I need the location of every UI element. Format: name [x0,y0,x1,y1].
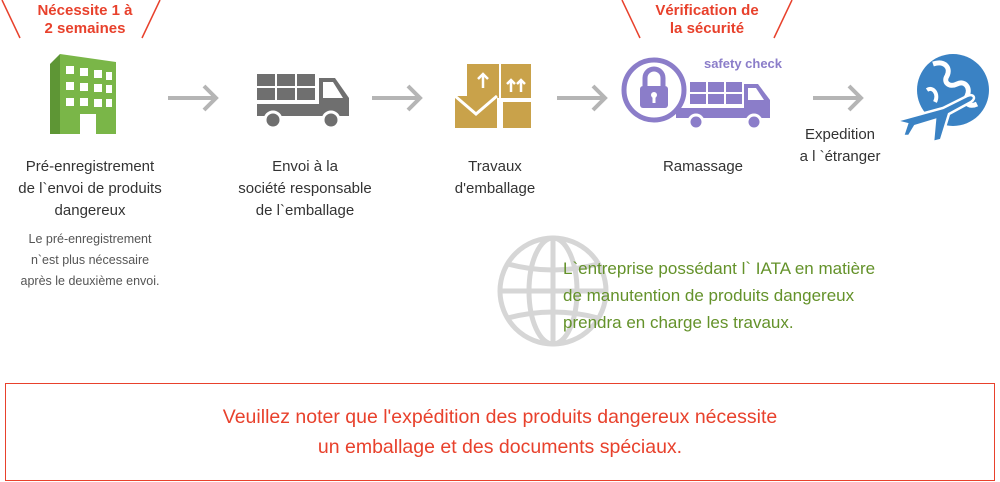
iata-note: L`entreprise possédant l` IATA en matièr… [563,259,876,332]
globe-icon [497,235,609,347]
arrow-icon [168,84,219,112]
security-callout: Vérification de la sécurité [655,2,759,37]
truck-icon [257,74,349,130]
arrow-icon [372,84,423,112]
step-pickup-label: Ramassage [662,158,744,175]
security-callout-marks [621,0,793,39]
step-pre-registration-note: Le pré-enregistrement n`est plus nécessa… [20,232,160,288]
safety-check-badge: safety check [703,56,783,71]
notice-text: Veuillez noter que l'expédition des prod… [222,406,778,458]
notice-box: Veuillez noter que l'expédition des prod… [5,383,995,481]
duration-callout-marks [1,0,161,39]
duration-callout: Nécessite 1 à 2 semaines [37,2,133,37]
step-pre-registration-label: Pré-enregistrement de l`envoi de produit… [18,158,162,219]
arrow-icon [813,84,864,112]
packages-icon [454,64,531,128]
building-icon [50,54,116,134]
globe-airplane-icon [897,54,989,144]
secure-truck-icon [621,57,770,131]
arrow-icon [557,84,608,112]
step-send-to-packager-label: Envoi à la société responsable de l`emba… [238,158,372,219]
step-packaging-label: Travaux d'emballage [454,158,536,197]
step-international-shipping-label: Expedition a l `étranger [799,126,881,165]
